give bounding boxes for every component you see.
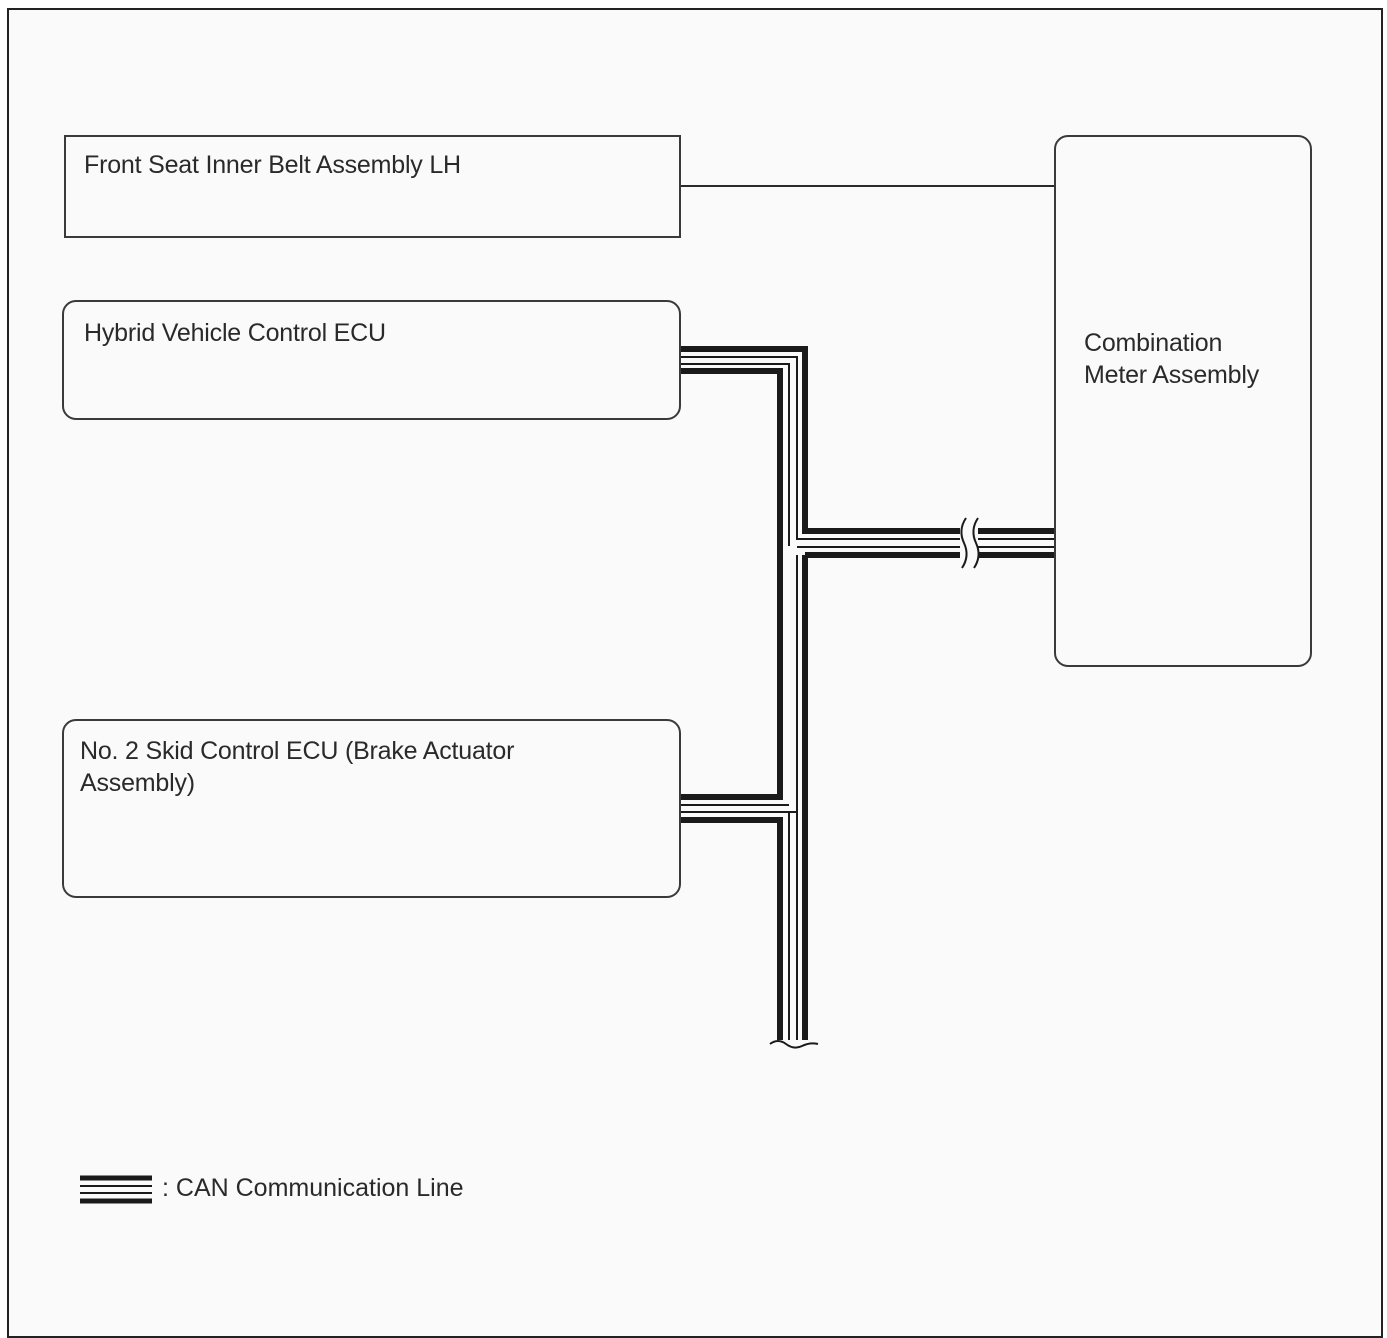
can-line-hybrid-outer xyxy=(681,346,960,534)
hybrid-vehicle-control-ecu-label: Hybrid Vehicle Control ECU xyxy=(84,319,386,347)
combination-meter-assembly-box xyxy=(1054,135,1312,667)
bus-bottom-break-symbol xyxy=(769,1040,822,1054)
combination-meter-assembly-label: Combination Meter Assembly xyxy=(1084,329,1260,389)
can-line-legend-symbol xyxy=(80,1175,152,1204)
can-line-hybrid-inner-1 xyxy=(681,356,960,540)
can-bus-lines xyxy=(681,346,1054,1044)
front-seat-inner-belt-box xyxy=(64,135,681,238)
can-line-legend-label: : CAN Communication Line xyxy=(162,1174,464,1202)
front-seat-inner-belt-label: Front Seat Inner Belt Assembly LH xyxy=(84,151,461,179)
bus-break-symbol xyxy=(960,517,980,569)
can-line-hybrid-inner-2 xyxy=(681,363,790,546)
hybrid-vehicle-control-ecu-box xyxy=(62,300,681,420)
can-line-hybrid-lower xyxy=(681,368,783,800)
skid-control-ecu-label: No. 2 Skid Control ECU (Brake Actuator A… xyxy=(80,737,515,797)
can-line-skid-lower xyxy=(681,817,783,1042)
skid-control-ecu-box xyxy=(62,719,681,898)
